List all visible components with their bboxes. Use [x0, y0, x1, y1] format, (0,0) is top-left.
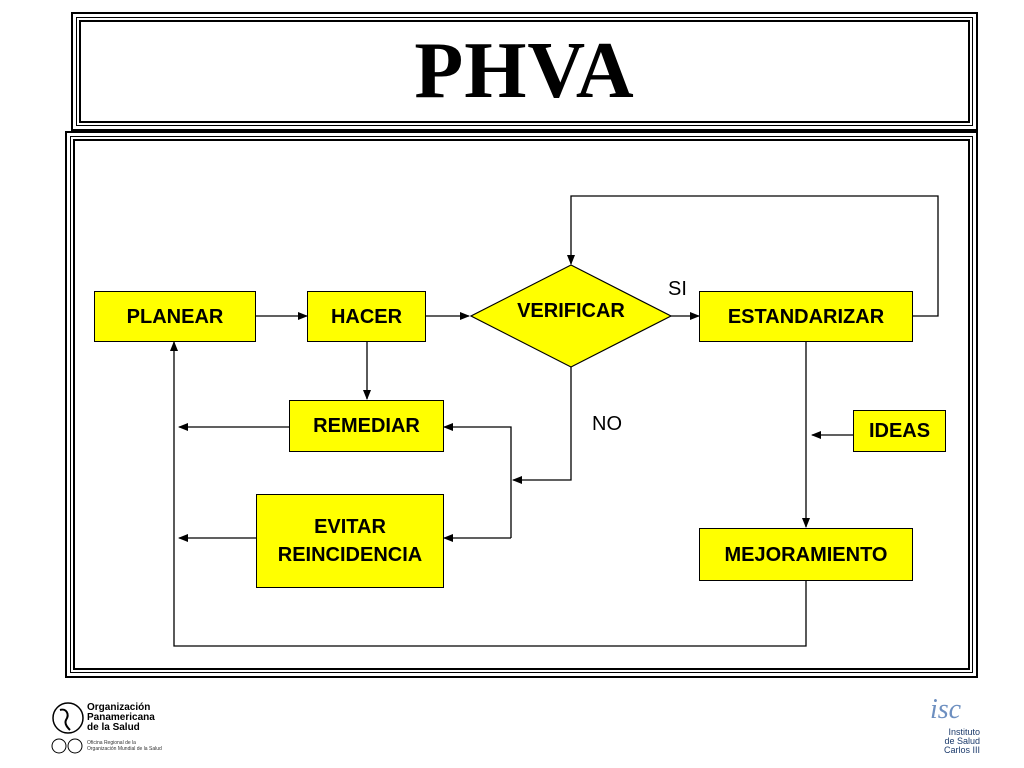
globe-icon [51, 702, 84, 754]
ops-subtitle: Oficina Regional de la Organización Mund… [87, 740, 162, 752]
node-mejoramiento: MEJORAMIENTO [699, 528, 913, 581]
node-planear: PLANEAR [94, 291, 256, 342]
slide-title: PHVA [414, 27, 635, 115]
isc-logo: isc Instituto de Salud Carlos III [922, 694, 982, 762]
edge-label-si: SI [668, 278, 687, 300]
ops-name: Organización Panamericana de la Salud [87, 702, 155, 733]
edge-mejoramiento-planear [170, 341, 807, 647]
isc-name: Instituto de Salud Carlos III [943, 727, 980, 755]
node-remediar: REMEDIAR [289, 400, 444, 452]
node-evitar-reincidencia: EVITAR REINCIDENCIA [256, 494, 444, 588]
edge-label-no: NO [592, 413, 622, 435]
node-evitar-line1: EVITAR [314, 516, 386, 538]
node-ideas: IDEAS [853, 410, 946, 452]
edge-no-remediar [443, 423, 512, 538]
node-estandarizar: ESTANDARIZAR [699, 291, 913, 342]
diagram-frame [65, 131, 978, 678]
title-frame [71, 12, 978, 131]
ops-logo: Organización Panamericana de la Salud Of… [50, 700, 190, 756]
node-verificar-diamond [469, 264, 673, 368]
isc-logo-mark: isc [930, 694, 962, 725]
edge-estandarizar-loop [567, 195, 939, 317]
edge-verificar-no [512, 367, 572, 484]
node-hacer: HACER [307, 291, 426, 342]
node-verificar-label: VERIFICAR [517, 300, 625, 322]
node-evitar-line2: REINCIDENCIA [277, 544, 423, 566]
